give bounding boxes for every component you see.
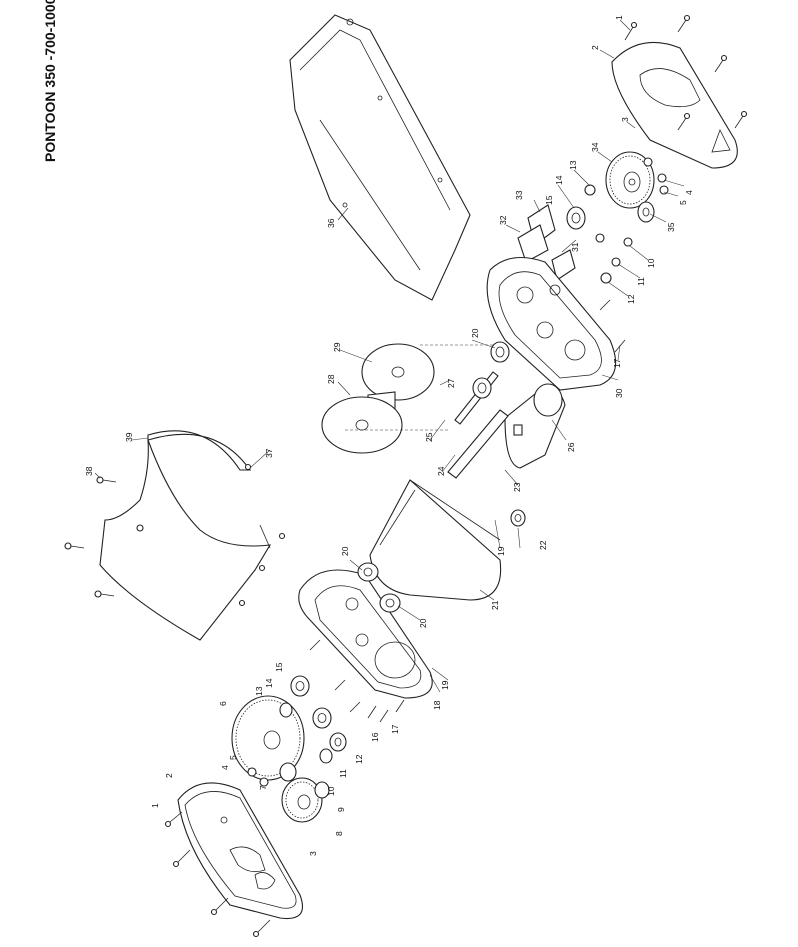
callout-19-low: 19 [440, 680, 450, 690]
callout-22: 22 [538, 540, 548, 550]
bottom-cover-plate [177, 782, 304, 920]
callout-21: 21 [490, 600, 500, 610]
callout-25: 25 [424, 432, 434, 442]
callout-5-low: 5 [228, 755, 238, 760]
callout-8: 8 [334, 831, 344, 836]
medium-gear-8 [281, 777, 323, 823]
callout-14: 14 [554, 175, 564, 185]
callout-28: 28 [326, 374, 336, 384]
callout-23: 23 [512, 482, 522, 492]
callout-4: 4 [684, 190, 694, 195]
callout-15: 15 [544, 195, 554, 205]
callout-11-low: 11 [338, 769, 348, 778]
callout-19-top: 19 [496, 546, 506, 556]
callout-7: 7 [258, 785, 268, 790]
cable-drum [321, 343, 435, 454]
callout-36: 36 [326, 218, 336, 228]
callout-2-low: 2 [164, 773, 174, 778]
callout-31: 31 [570, 242, 580, 252]
callout-34: 34 [590, 142, 600, 152]
callout-4-low: 4 [220, 765, 230, 770]
callout-24: 24 [436, 466, 446, 476]
callout-12-low: 12 [354, 754, 364, 764]
callout-2: 2 [590, 45, 600, 50]
curved-guard [99, 430, 272, 641]
callout-11: 11 [636, 277, 646, 286]
callout-9: 9 [336, 807, 346, 812]
callout-17-top: 17 [612, 358, 622, 368]
bottom-gearbox-plate [298, 569, 433, 699]
bottom-bearings-20 [357, 562, 401, 613]
callout-35: 35 [666, 222, 676, 232]
callout-5: 5 [678, 200, 688, 205]
bottom-small-parts [247, 639, 405, 787]
callout-20-mid: 20 [340, 546, 350, 556]
callout-32: 32 [498, 215, 508, 225]
bolt-22 [510, 509, 526, 527]
callout-33: 33 [514, 190, 524, 200]
callout-26: 26 [566, 442, 576, 452]
guard-screws [64, 463, 286, 607]
small-gears-7-9 [279, 762, 330, 799]
callout-3: 3 [620, 117, 630, 122]
callout-3-low: 3 [308, 851, 318, 856]
callout-12: 12 [626, 294, 636, 304]
callout-13-low: 13 [254, 686, 264, 696]
callout-15-low: 15 [274, 662, 284, 672]
callout-18: 18 [432, 700, 442, 710]
callout-38: 38 [84, 466, 94, 476]
small-gear-top [637, 201, 655, 223]
housing-shroud [369, 479, 502, 601]
top-plates [517, 204, 576, 281]
callout-27: 27 [446, 378, 456, 388]
callout-30: 30 [614, 388, 624, 398]
mounting-bracket [289, 14, 471, 301]
callout-16: 16 [370, 732, 380, 742]
callout-13: 13 [568, 160, 578, 170]
callout-17-low: 17 [390, 724, 400, 734]
top-cover-screws [624, 14, 748, 131]
gearbox-housing-top [486, 256, 617, 391]
callout-20-low: 20 [418, 618, 428, 628]
callout-1: 1 [614, 15, 624, 20]
callout-10: 10 [646, 258, 656, 268]
leader-lines [94, 19, 685, 693]
main-gear-top [605, 151, 655, 209]
drum-bearings [472, 341, 510, 399]
callout-29: 29 [332, 342, 342, 352]
callout-37: 37 [264, 448, 274, 458]
callout-20-top: 20 [470, 328, 480, 338]
callout-39: 39 [124, 432, 134, 442]
callout-6: 6 [218, 701, 228, 706]
callout-1-low: 1 [150, 803, 160, 808]
bottom-cover-screws [164, 811, 271, 938]
callout-numbers: 1 2 3 4 5 34 13 14 15 33 32 31 35 10 11 … [84, 15, 694, 856]
callout-10-low: 10 [326, 786, 336, 796]
motor [504, 383, 566, 469]
callout-14-low: 14 [264, 678, 274, 688]
top-cover-plate [611, 41, 738, 169]
